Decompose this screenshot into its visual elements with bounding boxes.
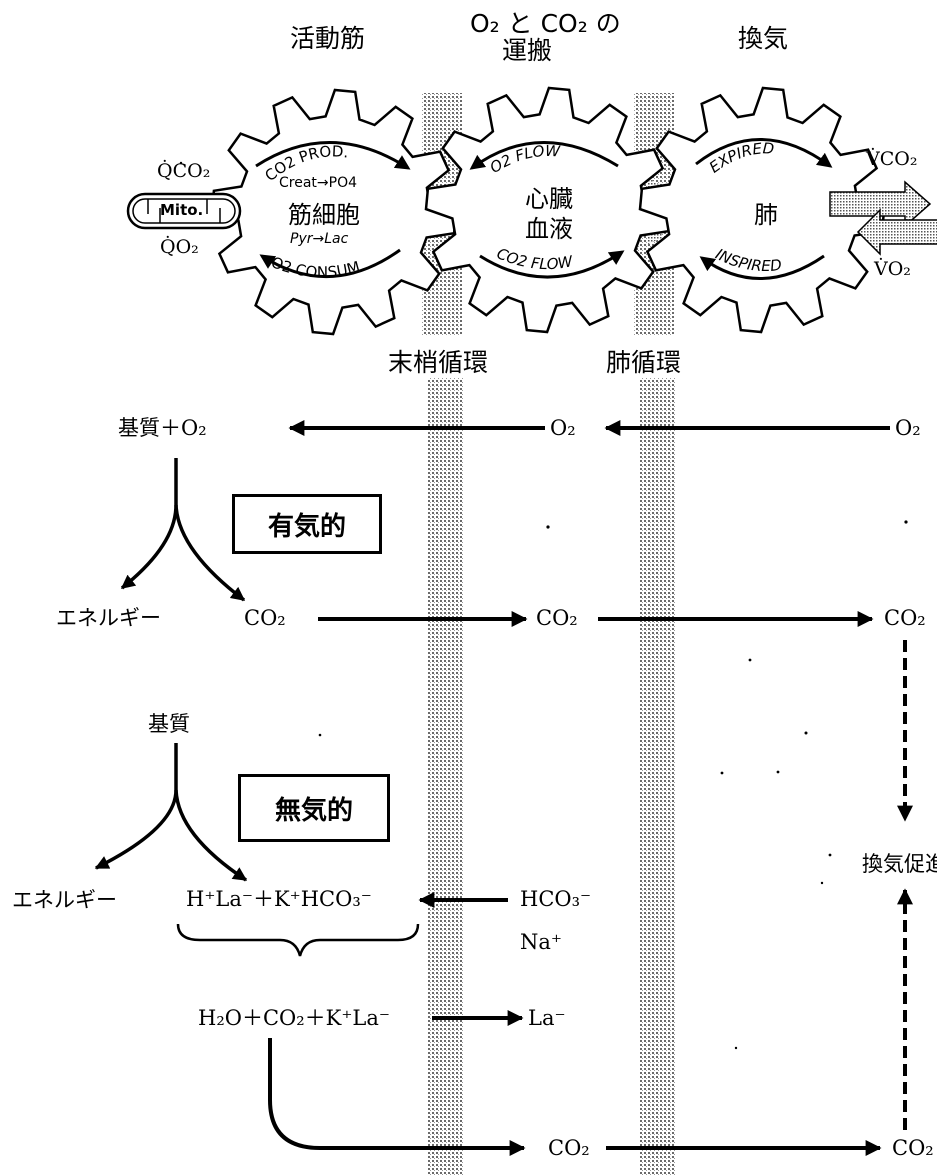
anaerobic-split-left — [94, 743, 178, 870]
anaerobic-split-right — [174, 789, 248, 882]
heart-gear-center-line1: 心臓 — [525, 185, 573, 213]
anaerobic-co2-right: CO₂ — [892, 1136, 934, 1160]
na-label: Na⁺ — [520, 930, 562, 954]
pulmonary-circulation-label: 肺循環 — [606, 348, 682, 377]
vo2-label: V̇O₂ — [874, 258, 911, 280]
peripheral-circulation-label: 末梢循環 — [388, 348, 489, 377]
header-muscle: 活動筋 — [290, 24, 366, 53]
aerobic-box: 有気的 — [232, 494, 382, 554]
header-transport-line2: 運搬 — [502, 36, 553, 65]
aerobic-split-right — [174, 504, 246, 602]
header-ventilation: 換気 — [738, 24, 789, 53]
pulmonary-circulation-bar — [640, 378, 676, 1175]
heart-gear — [424, 86, 672, 334]
aerobic-o2-mid: O₂ — [550, 416, 576, 440]
aerobic-o2-right: O₂ — [895, 416, 921, 440]
heart-gear-bottom-arrow — [479, 250, 625, 279]
lung-gear-top-arrow — [695, 138, 833, 168]
muscle-gear-center: 筋細胞 — [288, 201, 360, 229]
anaerobic-substrate: 基質 — [148, 712, 190, 736]
heart-gear-center-line2: 血液 — [525, 215, 573, 243]
products-label: H₂O＋CO₂＋K⁺La⁻ — [198, 1006, 390, 1030]
aerobic-split-left — [120, 458, 178, 590]
co2-from-buffer-arrow — [268, 1038, 526, 1156]
aerobic-substrate: 基質＋O₂ — [118, 416, 207, 440]
heart-gear-top-arrow — [469, 141, 619, 170]
aerobic-energy: エネルギー — [56, 606, 161, 630]
gear-heart-outline — [424, 86, 672, 334]
muscle-gear-bottom-arrow — [259, 248, 401, 279]
ventilation-stimulation-label: 換気促進 — [862, 852, 937, 876]
qo2-label: Q̇O₂ — [160, 236, 199, 258]
anaerobic-energy: エネルギー — [12, 888, 117, 912]
anaerobic-co2-mid: CO₂ — [548, 1136, 590, 1160]
scan-speckles — [179, 161, 908, 1050]
mito-label: Mito. — [160, 201, 204, 219]
qco2-label: Q̇CO₂ — [157, 160, 211, 182]
header-transport-line1: O₂ と CO₂ の — [470, 9, 621, 38]
muscle-sub-top: Creat→PO4 — [279, 175, 358, 191]
aerobic-co2-left: CO₂ — [244, 606, 286, 630]
aerobic-co2-mid: CO₂ — [536, 606, 578, 630]
buffer-reaction: H⁺La⁻＋K⁺HCO₃⁻ — [186, 887, 372, 911]
inspired-o2-arrow — [856, 208, 937, 256]
muscle-gear-top-arrow — [255, 141, 411, 170]
hco3-label: HCO₃⁻ — [520, 887, 592, 911]
aerobic-co2-right: CO₂ — [884, 606, 926, 630]
lung-gear-center: 肺 — [754, 201, 778, 229]
lung-gear-bottom-arrow — [699, 254, 825, 280]
vco2-label: V̇CO₂ — [866, 148, 918, 170]
expired-co2-arrow — [829, 180, 932, 228]
anaerobic-box: 無気的 — [238, 774, 390, 842]
buffer-brace — [176, 923, 420, 957]
muscle-sub-bottom: Pyr→Lac — [290, 231, 349, 247]
peripheral-circulation-bar — [428, 378, 464, 1175]
mitochondrion-icon — [126, 192, 242, 230]
la-label: La⁻ — [528, 1006, 566, 1030]
